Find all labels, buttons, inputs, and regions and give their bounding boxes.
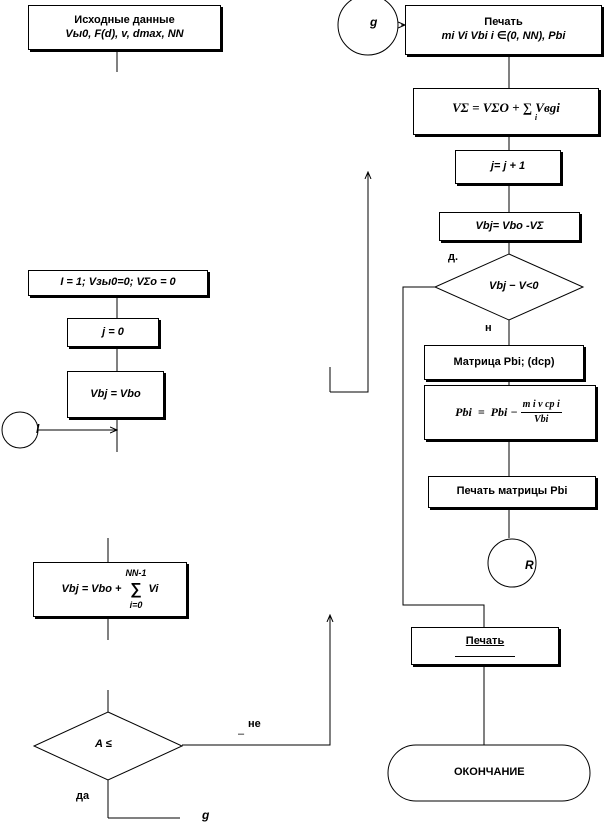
branch-ne: не	[248, 718, 261, 730]
end-text: ОКОНЧАНИЕ	[454, 766, 525, 778]
vbj-sum-box: Vbj = Vbo + NN-1 ∑ i=0 Vi	[33, 562, 187, 617]
connector-r	[487, 538, 537, 588]
branch-ne-dash: –	[238, 728, 245, 740]
branch-da-top: д.	[448, 251, 459, 263]
input-data-box: Исходные данные Vы0, F(d), v, dmax, NN	[28, 5, 221, 50]
connector-l-label: l	[36, 422, 40, 436]
connector-g-bottom-label: g	[202, 808, 210, 822]
end-label: ОКОНЧАНИЕ	[454, 766, 525, 778]
j-inc-box: j= j + 1	[455, 150, 561, 184]
j-zero-text: j = 0	[102, 325, 124, 338]
pbi-formula-box: Pbi = Pbi − m i v ср i Vbi	[424, 385, 596, 440]
print-matrix-box: Печать матрицы Pbi	[428, 476, 596, 508]
line-mid-up	[330, 172, 368, 393]
connector-g-top	[337, 0, 399, 56]
decision-v-text: Vbj − V<0	[489, 280, 539, 292]
decision-a-text: A ≤	[95, 738, 112, 750]
pbi-num: m i v ср i	[520, 399, 562, 413]
vsigma-box: VΣ = VΣO + ∑ Vвgi i	[413, 88, 599, 135]
decision-a-shape	[32, 711, 184, 781]
init-box: I = 1; Vзы0=0; VΣо = 0	[28, 270, 208, 296]
vbj-assign-text: Vbj = Vbo	[90, 387, 141, 400]
j-inc-text: j= j + 1	[490, 160, 526, 173]
pbi-right: Pbi −	[490, 405, 518, 419]
vbj-diff-box: Vbj= Vbo -VΣ	[439, 212, 580, 241]
branch-no-n: н	[485, 322, 492, 334]
decision-v-label: Vbj − V<0	[489, 280, 539, 292]
matrix-box: Матрица Pbi; (dср)	[424, 345, 584, 380]
pbi-eq: =	[477, 405, 485, 419]
matrix-text: Матрица Pbi; (dср)	[453, 355, 555, 368]
input-title: Исходные данные	[74, 13, 175, 26]
vbj-sum-left: Vbj = Vbo +	[61, 582, 122, 595]
init-text: I = 1; Vзы0=0; VΣо = 0	[60, 276, 176, 289]
sigma-icon: ∑	[130, 580, 142, 598]
branch-da-bottom: да	[76, 790, 90, 802]
pbi-den: Vbi	[533, 414, 549, 425]
decision-a-label: A ≤	[95, 738, 112, 750]
print1-box: Печать mi Vi Vbi i ∈(0, NN), Pbi	[405, 5, 602, 55]
print1-title: Печать	[484, 16, 523, 29]
decision-v-shape	[433, 253, 585, 321]
input-vars: Vы0, F(d), v, dmax, NN	[65, 27, 184, 40]
print-matrix-text: Печать матрицы Pbi	[456, 485, 568, 498]
vbj-sum-top: NN-1	[125, 568, 147, 579]
vbj-sum-var: Vi	[148, 582, 159, 595]
vbj-sum-bottom: i=0	[129, 599, 143, 610]
vsigma-sub: i	[534, 113, 538, 123]
print2-underline	[455, 650, 515, 658]
connector-l	[1, 411, 39, 449]
vbj-assign-box: Vbj = Vbo	[67, 371, 164, 418]
connector-r-label: R	[525, 558, 534, 572]
line-da-loop	[402, 286, 485, 627]
connector-g-top-label: g	[370, 15, 378, 29]
vsigma-text: VΣ = VΣO + ∑ Vвgi	[452, 99, 560, 115]
terminator-end-shape	[387, 744, 591, 802]
vbj-diff-text: Vbj= Vbo -VΣ	[475, 219, 544, 232]
j-zero-box: j = 0	[67, 318, 159, 347]
print1-vars: mi Vi Vbi i ∈(0, NN), Pbi	[441, 30, 566, 42]
print2-box: Печать	[411, 627, 559, 665]
pbi-left: Pbi	[455, 405, 472, 419]
print2-title: Печать	[465, 634, 505, 647]
line-ne-branch	[182, 615, 330, 746]
